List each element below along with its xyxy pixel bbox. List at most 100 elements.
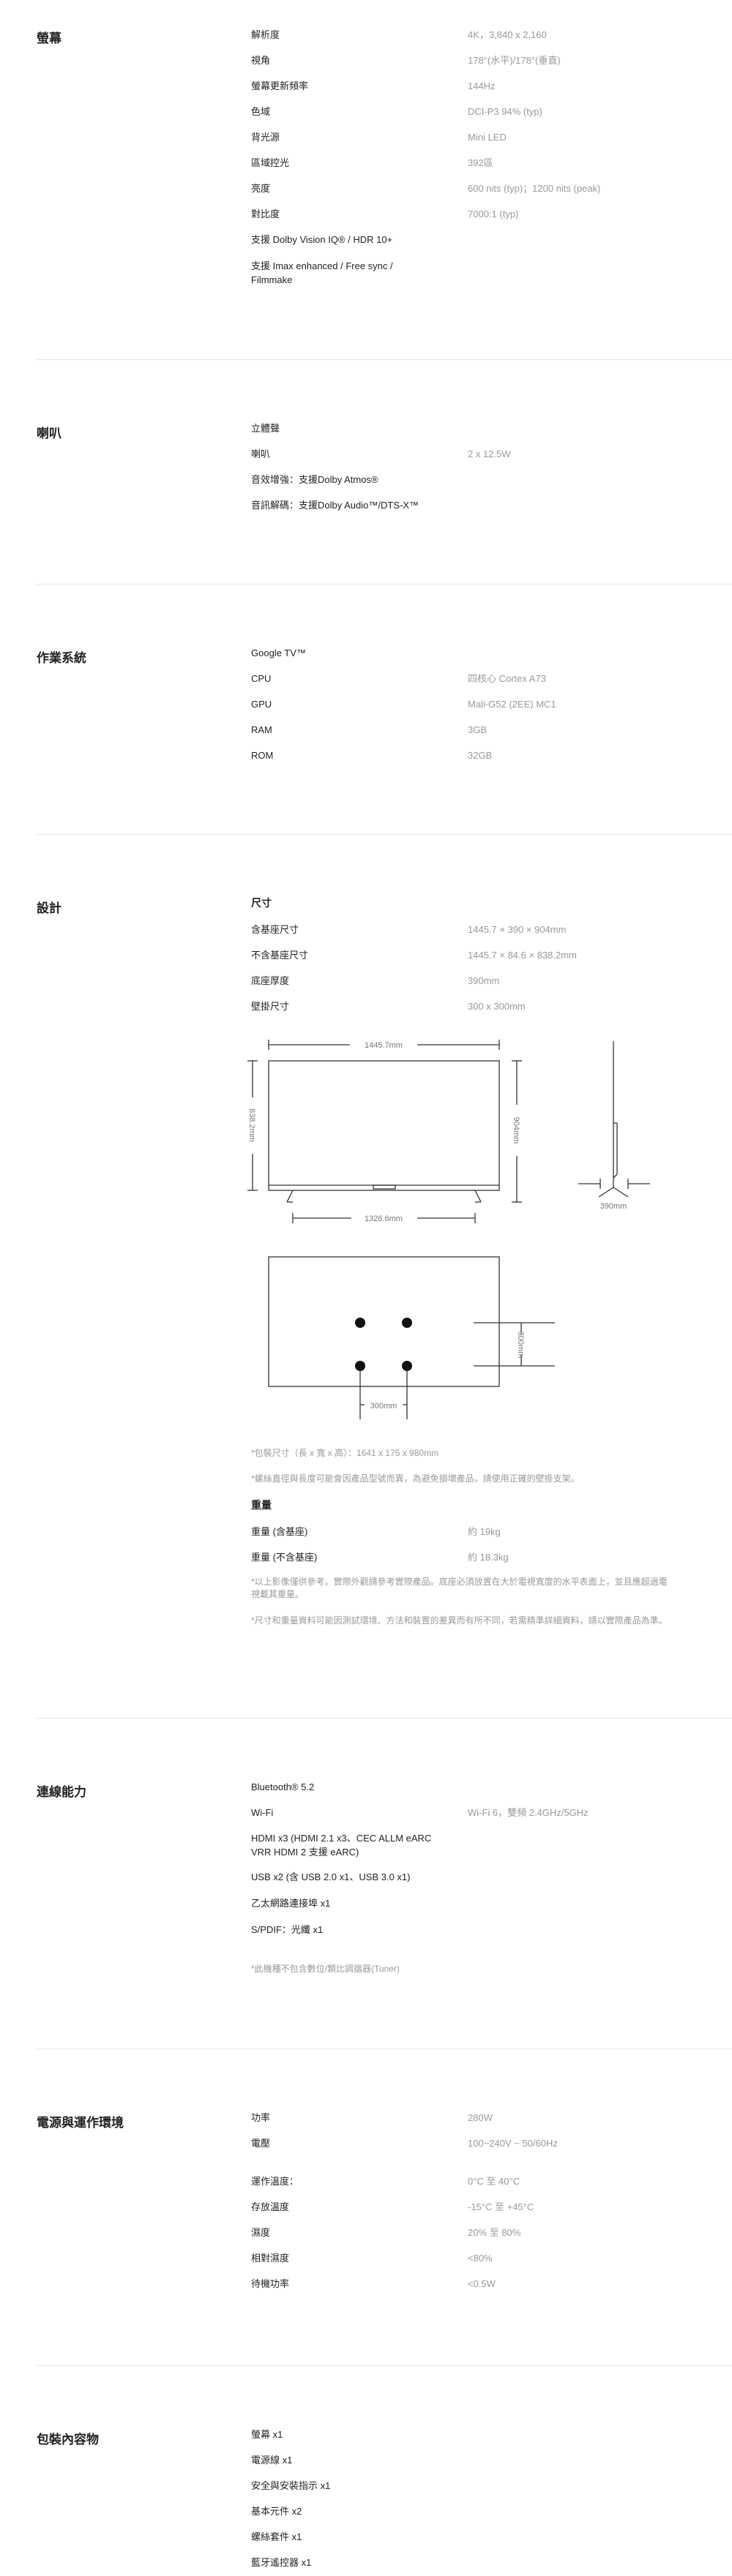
spec-value: DCI-P3 94% (typ): [468, 106, 542, 117]
spec-value: 100~240V ~ 50/60Hz: [468, 2138, 558, 2149]
spec-label: ROM: [251, 750, 274, 761]
tv-back-outline: [268, 1256, 500, 1387]
section-divider: [37, 359, 732, 360]
stand-foot-left: [286, 1190, 294, 1203]
spec-value: 392區: [468, 157, 493, 168]
spec-label: 螢幕 x1: [251, 2429, 283, 2440]
spec-label: 乙太網路連接埠 x1: [251, 1898, 331, 1909]
spec-label: 螢幕更新頻率: [251, 80, 309, 91]
section-title-design: 設計: [37, 901, 61, 915]
spec-label: 色域: [251, 106, 271, 117]
spec-label: RAM: [251, 724, 272, 735]
spec-label: 重量 (不含基座): [251, 1552, 318, 1563]
spec-heading: 尺寸: [251, 897, 272, 909]
section-divider: [37, 2365, 732, 2366]
spec-heading: 重量: [251, 1499, 272, 1511]
data-variance-note: *尺寸和重量資料可能因測試環境、方法和裝置的差異而有所不同，若需精準詳細資料，請…: [251, 1615, 668, 1626]
spec-label: 基本元件 x2: [251, 2506, 302, 2517]
spec-label: 立體聲: [251, 423, 280, 434]
spec-label: S/PDIF：光纖 x1: [251, 1924, 324, 1935]
spec-label: 電壓: [251, 2138, 271, 2149]
dim-label-stand-width: 1326.6mm: [365, 1214, 403, 1223]
spec-value: 1445.7 × 84.6 × 838.2mm: [468, 950, 577, 961]
section-title-speaker: 喇叭: [37, 427, 61, 440]
spec-value: 144Hz: [468, 80, 496, 91]
spec-label: USB x2 (含 USB 2.0 x1、USB 3.0 x1): [251, 1871, 411, 1882]
dim-label-height-left: 838.2mm: [247, 1108, 256, 1142]
spec-label: 待機功率: [251, 2278, 290, 2289]
spec-label: 運作溫度：: [251, 2176, 299, 2187]
spec-label: 功率: [251, 2112, 271, 2123]
spec-value: 1445.7 × 390 × 904mm: [468, 924, 567, 935]
spec-label: 對比度: [251, 209, 280, 219]
tv-logo-bar: [373, 1184, 396, 1190]
spec-value: 20% 至 80%: [468, 2227, 521, 2238]
section-divider: [37, 834, 732, 835]
spec-value: 390mm: [468, 975, 500, 986]
dim-label-width: 1445.7mm: [365, 1041, 403, 1050]
spec-label: 相對濕度: [251, 2253, 290, 2264]
dim-label-vesa-h: 300mm: [370, 1402, 397, 1411]
spec-label: 含基座尺寸: [251, 924, 299, 935]
spec-label: Google TV™: [251, 647, 306, 658]
spec-value: <80%: [468, 2253, 493, 2264]
spec-value: 約 18.3kg: [468, 1552, 509, 1563]
spec-label: 區域控光: [251, 157, 290, 168]
dim-label-depth: 390mm: [600, 1202, 627, 1211]
vesa-hole: [355, 1318, 365, 1328]
image-reference-note: *以上影像僅供參考。實際外觀請參考實際產品。底座必須放置在大於電視寬度的水平表面…: [251, 1577, 668, 1599]
spec-label: 亮度: [251, 183, 271, 194]
spec-label: 重量 (含基座): [251, 1526, 308, 1537]
spec-label: Wi-Fi: [251, 1807, 274, 1818]
spec-label: 支援 Imax enhanced / Free sync / Filmmake: [251, 260, 393, 285]
spec-value: Wi-Fi 6，雙頻 2.4GHz/5GHz: [468, 1807, 589, 1818]
spec-label: 底座厚度: [251, 975, 290, 986]
spec-value: 300 x 300mm: [468, 1001, 526, 1012]
stand-foot-right: [474, 1190, 482, 1203]
spec-value: 約 19kg: [468, 1526, 501, 1537]
vesa-hole: [402, 1318, 412, 1328]
spec-label: 解析度: [251, 29, 280, 40]
spec-label: 不含基座尺寸: [251, 950, 309, 961]
spec-value: 600 nits (typ)；1200 nits (peak): [468, 183, 601, 194]
spec-value: 4K，3,840 x 2,160: [468, 29, 547, 40]
spec-label: 螺絲套件 x1: [251, 2531, 302, 2542]
vesa-hole: [402, 1361, 412, 1371]
spec-value: 178°(水平)/178°(垂直): [468, 55, 561, 66]
vesa-note: *螺絲直徑與長度可能會因產品型號而異，為避免損壞產品，請使用正確的壁掛支架。: [251, 1473, 580, 1484]
spec-value: 32GB: [468, 750, 493, 761]
dim-label-height-right: 904mm: [512, 1117, 520, 1144]
spec-label: 存放溫度: [251, 2201, 290, 2212]
spec-value: <0.5W: [468, 2278, 496, 2289]
spec-label: 支援 Dolby Vision IQ® / HDR 10+: [251, 234, 393, 245]
section-title-os: 作業系統: [37, 651, 86, 665]
spec-value: 四核心 Cortex A73: [468, 673, 546, 684]
tv-front-outline: [268, 1060, 500, 1191]
section-title-power: 電源與運作環境: [37, 2116, 124, 2130]
spec-label: 安全與安裝指示 x1: [251, 2480, 331, 2491]
spec-label: 視角: [251, 55, 271, 66]
section-title-display: 螢幕: [37, 31, 61, 45]
tv-dimension-diagram: 1445.7mm 1326.6mm 390mm 300mm 838.2mm 90…: [247, 1040, 650, 1419]
spec-label: CPU: [251, 673, 272, 684]
spec-value: Mini LED: [468, 132, 507, 143]
package-size-note: *包裝尺寸（長 x 寬 x 高）：1641 x 175 x 980mm: [251, 1448, 439, 1458]
section-title-connectivity: 連線能力: [37, 1785, 86, 1799]
spec-label: 音效增強：支援Dolby Atmos®: [251, 474, 378, 485]
spec-label: Bluetooth® 5.2: [251, 1781, 315, 1792]
spec-label: 壁掛尺寸: [251, 1001, 290, 1012]
spec-label: HDMI x3 (HDMI 2.1 x3、CEC ALLM eARC VRR H…: [251, 1833, 432, 1858]
spec-value: Mali-G52 (2EE) MC1: [468, 699, 556, 710]
spec-value: -15°C 至 +45°C: [468, 2201, 534, 2212]
spec-label: 濕度: [251, 2227, 271, 2238]
tuner-note: *此機種不包含數位/類比調諧器(Tuner): [251, 1964, 400, 1974]
spec-value: 2 x 12.5W: [468, 448, 511, 459]
section-divider: [37, 1718, 732, 1719]
dim-label-vesa-v: 300mm: [516, 1332, 525, 1359]
spec-value: 280W: [468, 2112, 493, 2123]
spec-label: 電源線 x1: [251, 2455, 293, 2466]
section-divider: [37, 584, 732, 585]
spec-value: 0°C 至 40°C: [468, 2176, 520, 2187]
spec-label: 藍牙遙控器 x1: [251, 2557, 312, 2568]
spec-value: 3GB: [468, 724, 488, 735]
